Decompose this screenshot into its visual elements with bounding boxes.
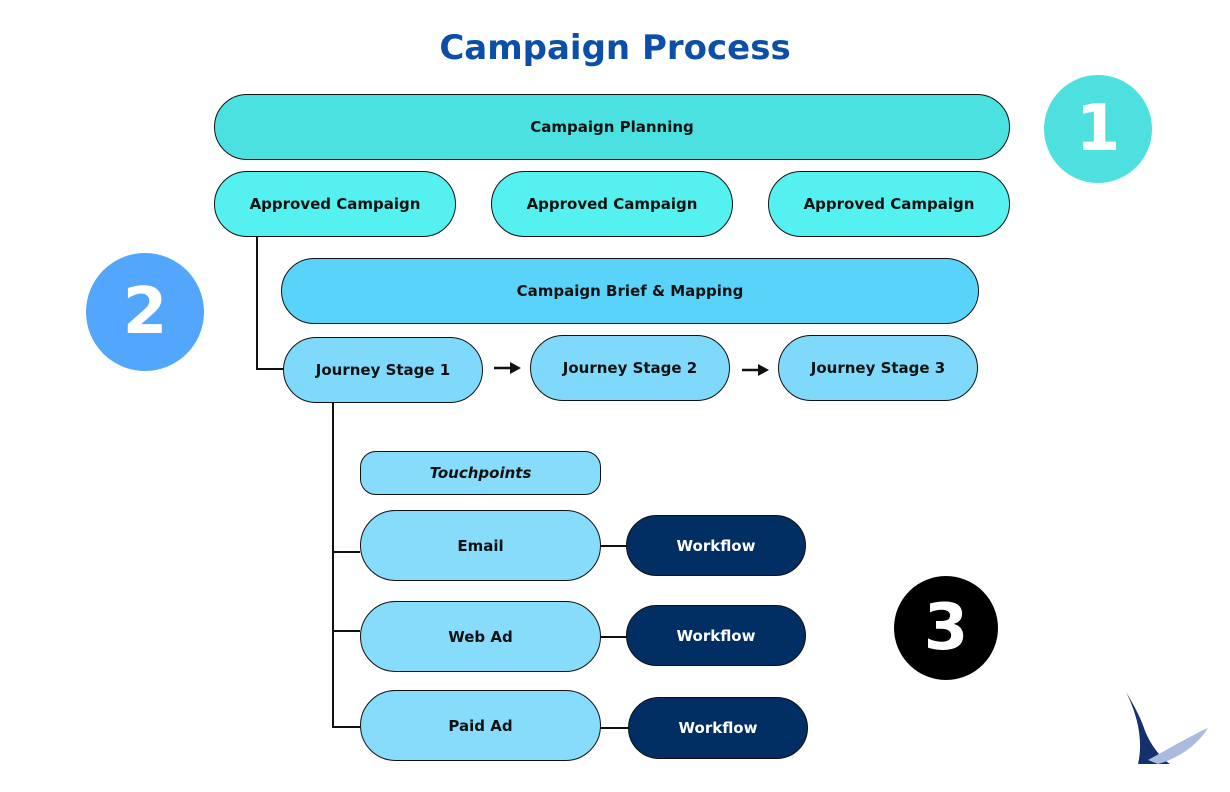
journey-stage-1-box: Journey Stage 1 [283,337,483,403]
campaign-planning-box: Campaign Planning [214,94,1010,160]
touchpoint-web-ad-box: Web Ad [360,601,601,672]
connector-approved-to-stage [256,236,258,370]
touchpoint-paid-ad-box: Paid Ad [360,690,601,761]
arrow-right-icon [494,362,521,374]
campaign-brief-box: Campaign Brief & Mapping [281,258,979,324]
step-badge-2: 2 [86,253,204,371]
connector-approved-to-stage-h [256,368,284,370]
workflow-email-box: Workflow [626,515,806,576]
bird-logo-icon [1126,692,1208,764]
touchpoint-email-box: Email [360,510,601,581]
arrow-right-icon [742,364,769,376]
connector-web-ad [332,630,360,632]
connector-stage-to-touchpoints [332,402,334,728]
workflow-paid-ad-box: Workflow [628,697,808,759]
approved-campaign-box-3: Approved Campaign [768,171,1010,237]
connector-web-ad-workflow [600,636,627,638]
step-badge-3: 3 [894,576,998,680]
page-title: Campaign Process [439,28,791,68]
workflow-web-ad-box: Workflow [626,605,806,666]
approved-campaign-box-2: Approved Campaign [491,171,733,237]
approved-campaign-box-1: Approved Campaign [214,171,456,237]
touchpoints-header: Touchpoints [360,451,601,495]
step-badge-1: 1 [1044,75,1152,183]
connector-paid-ad-workflow [600,727,629,729]
connector-email-workflow [600,545,627,547]
connector-email [332,551,360,553]
journey-stage-2-box: Journey Stage 2 [530,335,730,401]
connector-paid-ad [332,726,360,728]
journey-stage-3-box: Journey Stage 3 [778,335,978,401]
